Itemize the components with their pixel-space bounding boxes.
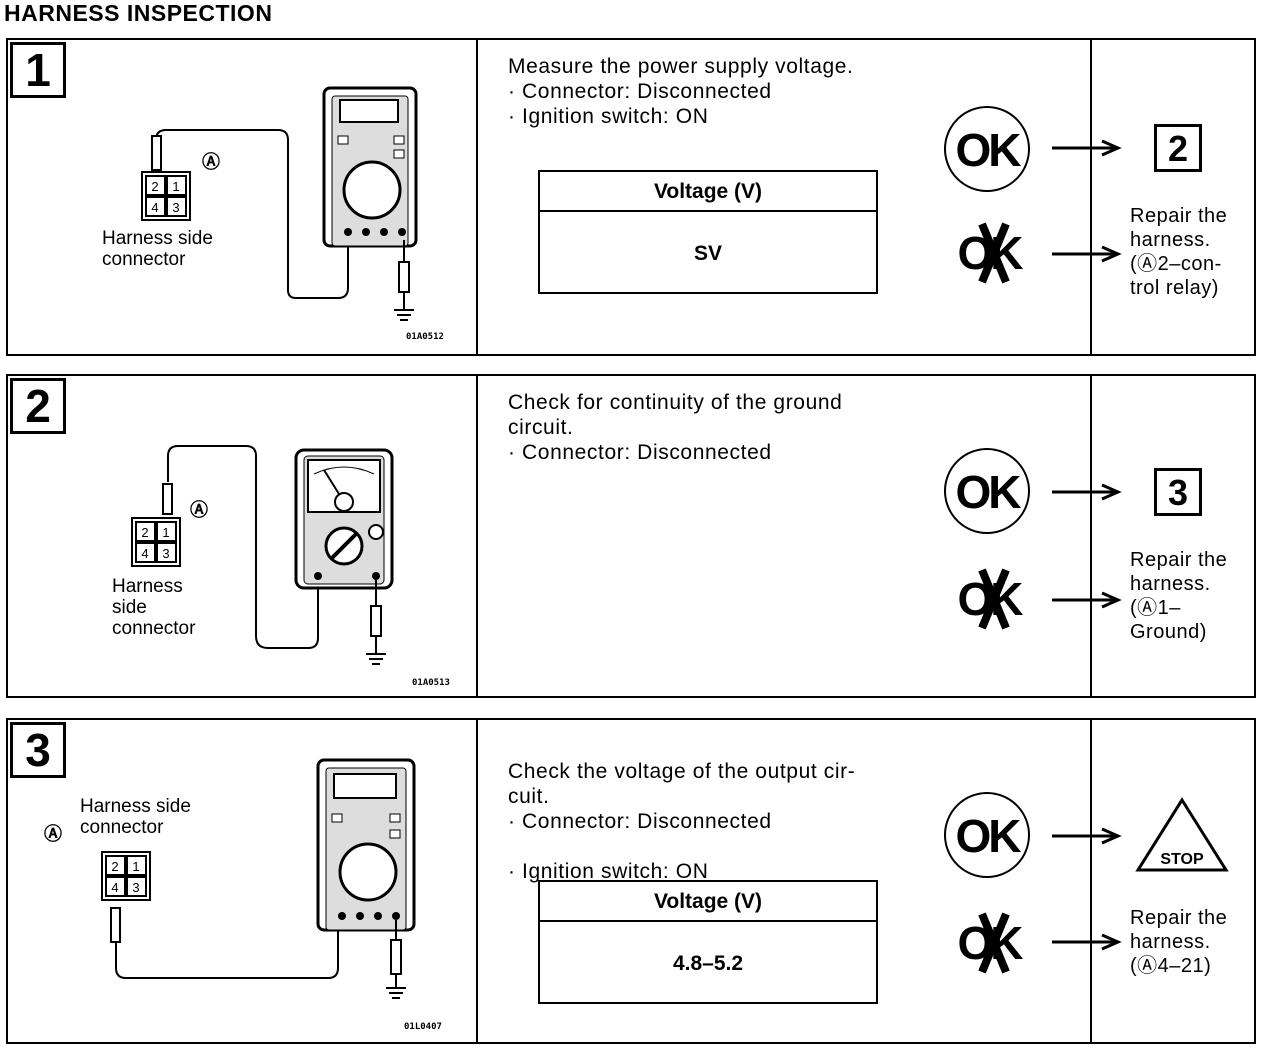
- arrow-right-icon: [1052, 245, 1122, 263]
- step-number: 3: [10, 722, 66, 778]
- svg-text:2: 2: [111, 859, 118, 874]
- arrow-right-icon: [1052, 827, 1122, 845]
- step-1-results: 2 Repair the harness. (Ⓐ2–con- trol rela…: [1092, 40, 1254, 354]
- figure-label: Harness side connector: [102, 228, 213, 270]
- step-3-figure: 3 2 1 4 3 Ⓐ: [8, 720, 478, 1042]
- repair-note: Repair the harness. (Ⓐ2–con- trol relay): [1130, 205, 1228, 299]
- table-value: SV: [693, 242, 722, 265]
- bullet-item: · Connector: Disconnected: [508, 441, 772, 464]
- figure-code: 01A0512: [406, 332, 444, 342]
- step-3-instructions: Check the voltage of the output cir- cui…: [478, 720, 1122, 1042]
- svg-text:1: 1: [132, 859, 139, 874]
- svg-text:1: 1: [162, 525, 169, 540]
- ng-badge: OK: [944, 218, 1034, 288]
- svg-text:3: 3: [162, 546, 169, 561]
- step-2-results: 3 Repair the harness. (Ⓐ1– Ground): [1092, 376, 1254, 696]
- terminal-a-mark: Ⓐ: [202, 152, 220, 172]
- repair-note: Repair the harness. (Ⓐ1– Ground): [1130, 549, 1228, 643]
- bullet-item: · Ignition switch: ON: [508, 105, 709, 128]
- figure-code: 01L0407: [404, 1022, 442, 1032]
- stop-label: STOP: [1160, 851, 1204, 868]
- step-2-figure: 2 2 1 4 3: [8, 376, 478, 696]
- page-title: HARNESS INSPECTION: [4, 0, 273, 26]
- svg-text:2: 2: [151, 179, 158, 194]
- arrow-right-icon: [1052, 933, 1122, 951]
- repair-note: Repair the harness. (Ⓐ4–21): [1130, 907, 1228, 977]
- step-3-results: STOP Repair the harness. (Ⓐ4–21): [1092, 720, 1254, 1042]
- svg-text:4: 4: [141, 546, 148, 561]
- step-number: 2: [10, 378, 66, 434]
- next-step-box: 3: [1154, 468, 1202, 516]
- stop-sign-icon: STOP: [1135, 797, 1229, 872]
- arrow-right-icon: [1052, 139, 1122, 157]
- svg-text:2: 2: [141, 525, 148, 540]
- svg-text:3: 3: [172, 200, 179, 215]
- terminal-a-mark: Ⓐ: [190, 500, 208, 520]
- arrow-right-icon: [1052, 591, 1122, 609]
- svg-text:3: 3: [132, 880, 139, 895]
- figure-label: Harness side connector: [112, 576, 196, 639]
- arrow-right-icon: [1052, 483, 1122, 501]
- strike-icon: [978, 568, 1010, 630]
- step-number: 1: [10, 42, 66, 98]
- svg-text:4: 4: [111, 880, 118, 895]
- digital-multimeter-illustration: 2 1 4 3: [101, 758, 416, 999]
- step-2-instructions: Check for continuity of the ground circu…: [478, 376, 1122, 696]
- step-3-panel: 3 2 1 4 3 Ⓐ: [6, 718, 1256, 1044]
- svg-text:1: 1: [172, 179, 179, 194]
- table-header: Voltage (V): [540, 172, 876, 212]
- step-1-figure: 1 2 1 4 3: [8, 40, 478, 354]
- ok-badge: OK: [944, 448, 1030, 534]
- figure-code: 01A0513: [412, 678, 450, 688]
- ng-badge: OK: [944, 908, 1034, 978]
- instruction-text: Check for continuity of the ground circu…: [508, 391, 843, 439]
- bullet-item: · Connector: Disconnected: [508, 810, 772, 833]
- bullet-item: · Ignition switch: ON: [508, 860, 709, 883]
- voltage-table: Voltage (V) 4.8–5.2: [538, 880, 878, 1004]
- strike-icon: [978, 912, 1010, 974]
- digital-multimeter-illustration: 2 1 4 3: [141, 86, 418, 321]
- step-1-panel: 1 2 1 4 3: [6, 38, 1256, 356]
- table-value: 4.8–5.2: [672, 952, 744, 975]
- ng-badge: OK: [944, 564, 1034, 634]
- next-step-box: 2: [1154, 124, 1202, 172]
- svg-text:4: 4: [151, 200, 158, 215]
- step-2-panel: 2 2 1 4 3: [6, 374, 1256, 698]
- figure-label: Harness side connector: [80, 796, 191, 838]
- ok-badge: OK: [944, 792, 1030, 878]
- strike-icon: [978, 222, 1010, 284]
- analog-ohmmeter-illustration: 2 1 4 3: [131, 445, 394, 665]
- ok-badge: OK: [944, 106, 1030, 192]
- instruction-text: Check the voltage of the output cir- cui…: [508, 760, 856, 808]
- table-header: Voltage (V): [540, 882, 876, 922]
- instruction-text: Measure the power supply voltage.: [508, 55, 854, 78]
- step-1-instructions: Measure the power supply voltage. · Conn…: [478, 40, 1122, 354]
- terminal-a-mark: Ⓐ: [44, 824, 62, 844]
- bullet-item: · Connector: Disconnected: [508, 80, 772, 103]
- voltage-table: Voltage (V) SV: [538, 170, 878, 294]
